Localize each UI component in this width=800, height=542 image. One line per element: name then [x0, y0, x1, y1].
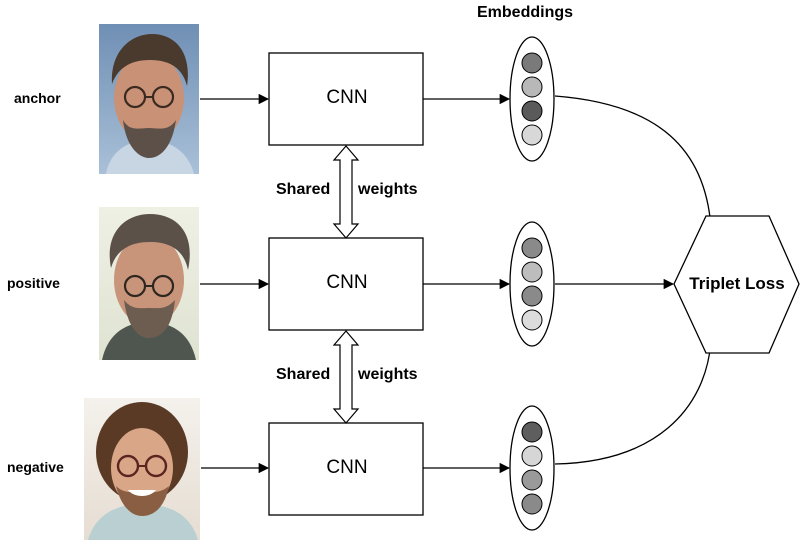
triplet-loss-hexagon [673, 215, 800, 354]
cnn-label-positive: CNN [326, 272, 368, 293]
arrow-anchor-to-loss [554, 95, 716, 229]
embedding-dot [521, 76, 543, 98]
shared-label-bottom: Shared [276, 366, 331, 383]
embedding-dot [521, 469, 543, 491]
shared-weights-arrow-top [332, 145, 360, 239]
embedding-capsule-anchor [509, 36, 555, 162]
embedding-dots-negative [521, 421, 543, 515]
weights-label-bottom: weights [358, 366, 418, 383]
embedding-capsule-positive [509, 221, 555, 347]
triplet-loss-label: Triplet Loss [689, 274, 785, 293]
embedding-dot [521, 52, 543, 74]
cnn-box-positive [268, 237, 424, 331]
embeddings-title: Embeddings [477, 4, 574, 21]
embedding-dot [521, 421, 543, 443]
shared-weights-arrow-bottom [332, 330, 360, 424]
cnn-label-negative: CNN [326, 457, 368, 478]
cnn-box-negative [268, 422, 424, 516]
embedding-dot [521, 124, 543, 146]
positive-photo [99, 207, 199, 360]
face-photo-icon [99, 24, 199, 174]
row-label-negative: negative [7, 459, 64, 475]
face-photo-icon [84, 398, 200, 540]
embedding-dot [521, 237, 543, 259]
embedding-dots-anchor [521, 52, 543, 146]
negative-photo [84, 398, 200, 540]
weights-label-top: weights [358, 181, 418, 198]
embedding-dot [521, 285, 543, 307]
row-label-positive: positive [7, 275, 60, 291]
shared-label-top: Shared [276, 181, 331, 198]
embedding-dots-positive [521, 237, 543, 331]
arrow-negative-to-loss [554, 340, 716, 465]
embedding-dot [521, 261, 543, 283]
face-photo-icon [99, 207, 199, 360]
embedding-dot [521, 309, 543, 331]
anchor-photo [99, 24, 199, 174]
cnn-box-anchor [268, 52, 424, 146]
embedding-dot [521, 493, 543, 515]
row-label-anchor: anchor [14, 90, 61, 106]
embedding-dot [521, 100, 543, 122]
cnn-label-anchor: CNN [326, 87, 368, 108]
embedding-capsule-negative [509, 405, 555, 531]
embedding-dot [521, 445, 543, 467]
